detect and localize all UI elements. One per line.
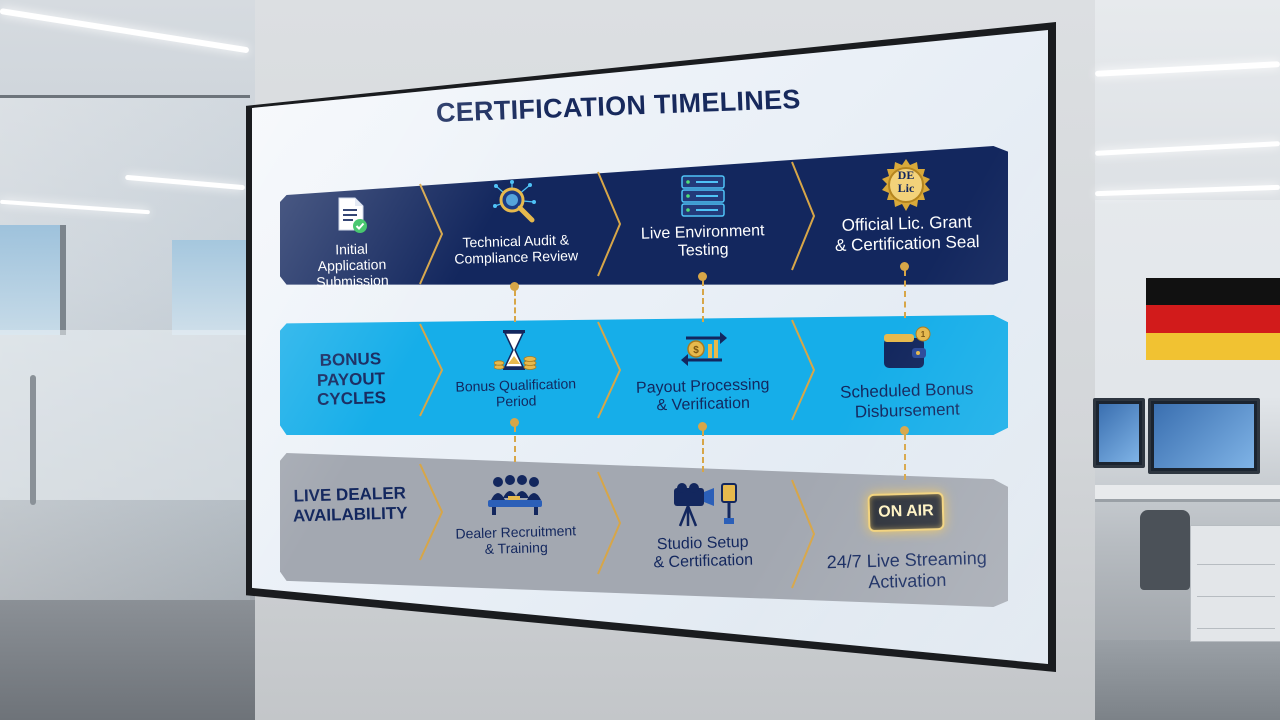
german-flag	[1146, 278, 1280, 360]
chevron-divider	[418, 182, 444, 286]
connector-dot	[698, 272, 707, 281]
connector-line	[514, 426, 516, 462]
desk-monitor	[1148, 398, 1260, 474]
row-label-bonus-payout: BONUS PAYOUT CYCLES	[283, 348, 419, 410]
row-label: BONUS PAYOUT CYCLES	[316, 349, 387, 410]
connector-dot	[900, 262, 909, 271]
chevron-divider	[418, 462, 444, 562]
step-label: 24/7 Live Streaming Activation	[826, 547, 987, 592]
window	[0, 225, 66, 335]
chevron-divider	[596, 320, 622, 420]
step-label: Technical Audit & Compliance Review	[454, 231, 579, 267]
step-label: Scheduled Bonus Disbursement	[839, 379, 974, 422]
ceiling	[1095, 0, 1280, 200]
wallet-icon: 1	[880, 326, 932, 379]
row-label-live-dealer: LIVE DEALER AVAILABILITY	[285, 483, 414, 526]
step-label: Dealer Recruitment & Training	[455, 522, 577, 557]
step-scheduled-bonus: Scheduled Bonus Disbursement	[821, 379, 992, 423]
camera-light-icon	[668, 480, 740, 535]
exchange-coin-icon: $	[680, 328, 728, 377]
floor	[1095, 640, 1280, 720]
step-dealer-recruitment: Dealer Recruitment & Training	[448, 522, 585, 558]
team-table-icon	[486, 472, 544, 521]
chevron-divider	[790, 318, 816, 422]
connector-dot	[510, 418, 519, 427]
step-label: Official Lic. Grant & Certification Seal	[834, 212, 980, 255]
chevron-divider	[790, 160, 816, 272]
hourglass-coins-icon	[493, 328, 538, 377]
gold-seal-icon: DE Lic	[878, 158, 934, 219]
step-official-license: Official Lic. Grant & Certification Seal	[817, 212, 996, 256]
svg-text:$: $	[693, 345, 699, 356]
step-initial-application: Initial Application Submission	[299, 240, 404, 291]
step-live-streaming: 24/7 Live Streaming Activation	[815, 547, 998, 593]
chevron-divider	[418, 322, 444, 418]
desk	[1095, 485, 1280, 502]
desk-monitor	[1093, 398, 1145, 468]
window	[172, 240, 247, 335]
on-air-sign-icon: ON AIR	[867, 491, 945, 533]
connector-line	[702, 280, 704, 322]
connector-line	[904, 270, 906, 318]
connector-dot	[510, 282, 519, 291]
step-technical-audit: Technical Audit & Compliance Review	[448, 231, 585, 267]
server-rack-icon	[680, 174, 726, 223]
chevron-divider	[596, 170, 622, 278]
connector-dot	[698, 422, 707, 431]
frosted-glass-band	[0, 330, 250, 500]
step-label: Initial Application Submission	[316, 240, 389, 291]
step-label: Bonus Qualification Period	[455, 375, 577, 410]
step-label: Payout Processing & Verification	[635, 376, 770, 415]
chevron-divider	[790, 478, 816, 590]
row-label: LIVE DEALER AVAILABILITY	[292, 483, 408, 526]
office-chair	[1140, 510, 1190, 590]
step-live-environment: Live Environment Testing	[632, 222, 775, 263]
floor	[0, 600, 255, 720]
svg-text:1: 1	[921, 330, 926, 339]
connector-line	[904, 434, 906, 480]
magnifier-network-icon	[492, 180, 540, 233]
background-left-office	[0, 0, 255, 720]
step-label: Live Environment Testing	[640, 222, 765, 261]
seal-text: DE Lic	[897, 168, 915, 195]
step-studio-setup: Studio Setup & Certification	[634, 533, 773, 574]
step-payout-processing: Payout Processing & Verification	[632, 376, 775, 417]
step-label: Studio Setup & Certification	[653, 533, 754, 572]
step-bonus-qualification: Bonus Qualification Period	[448, 375, 585, 411]
door-handle	[30, 375, 36, 505]
connector-line	[702, 430, 704, 472]
document-check-icon	[335, 196, 369, 239]
connector-line	[514, 290, 516, 322]
filing-cabinet	[1190, 525, 1280, 642]
connector-dot	[900, 426, 909, 435]
chevron-divider	[596, 470, 622, 576]
